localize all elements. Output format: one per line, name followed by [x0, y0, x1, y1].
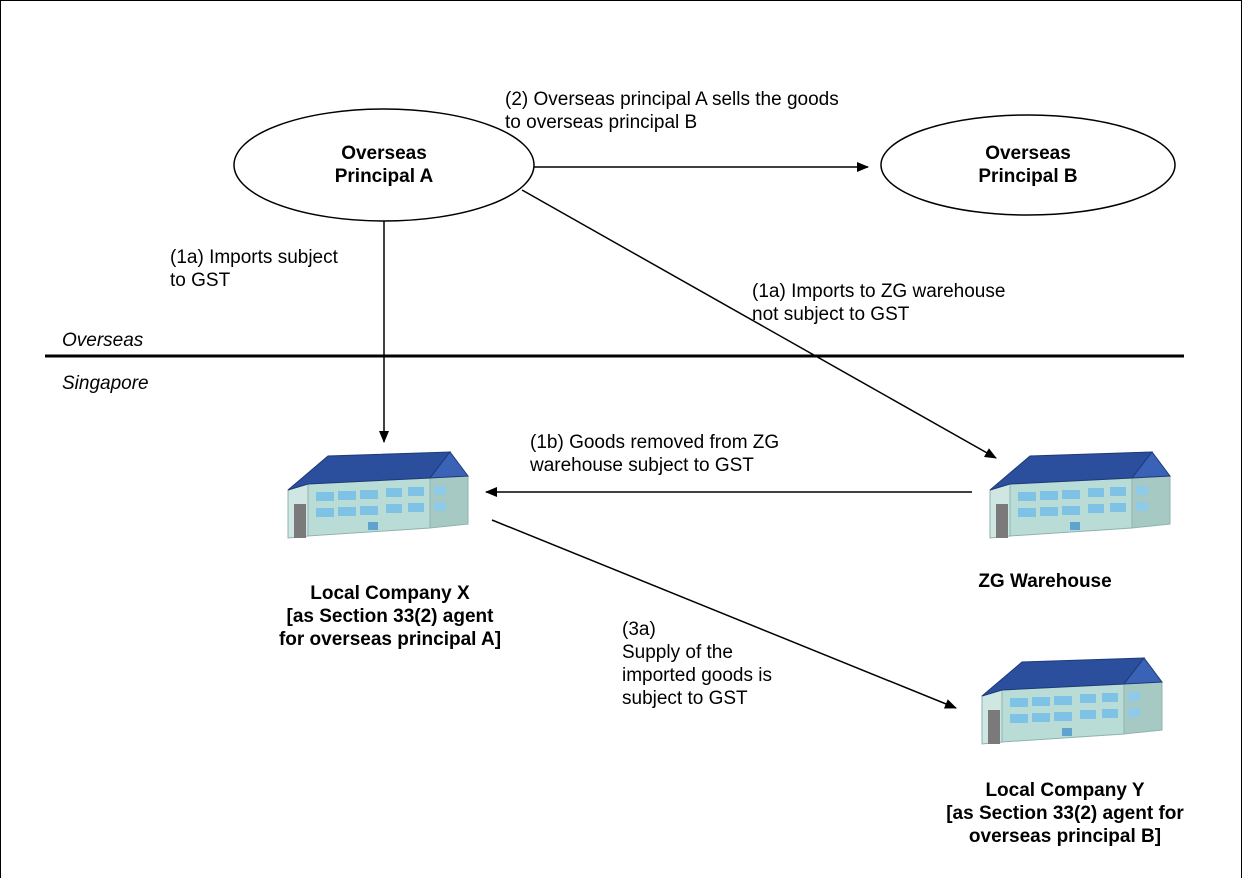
overseas-region-label: Overseas: [62, 330, 144, 351]
company-y-label: Local Company Y [as Section 33(2) agent …: [946, 780, 1184, 847]
company-x-label: Local Company X [as Section 33(2) agent …: [278, 583, 502, 650]
singapore-region-label: Singapore: [62, 373, 149, 394]
removal-edge-label: (1b) Goods removed from ZG warehouse sub…: [530, 432, 780, 476]
import-gst-edge-label: (1a) Imports subject to GST: [170, 247, 338, 291]
principal-a-label: Overseas Principal A: [334, 143, 434, 187]
arrow-import-zg: [521, 189, 997, 459]
warehouse-label: ZG Warehouse: [978, 571, 1112, 592]
sale-edge-label: (2) Overseas principal A sells the goods…: [505, 89, 839, 133]
company-y-building-icon: [981, 657, 1163, 745]
principal-b-ellipse: [880, 114, 1176, 216]
arrow-supply: [491, 519, 957, 709]
import-zg-edge-label: (1a) Imports to ZG warehouse not subject…: [752, 281, 1006, 325]
principal-b-label: Overseas Principal B: [978, 143, 1078, 187]
warehouse-building-icon: [989, 451, 1171, 539]
company-x-building-icon: [287, 451, 469, 539]
supply-edge-label: (3a) Supply of the imported goods is sub…: [622, 619, 772, 709]
